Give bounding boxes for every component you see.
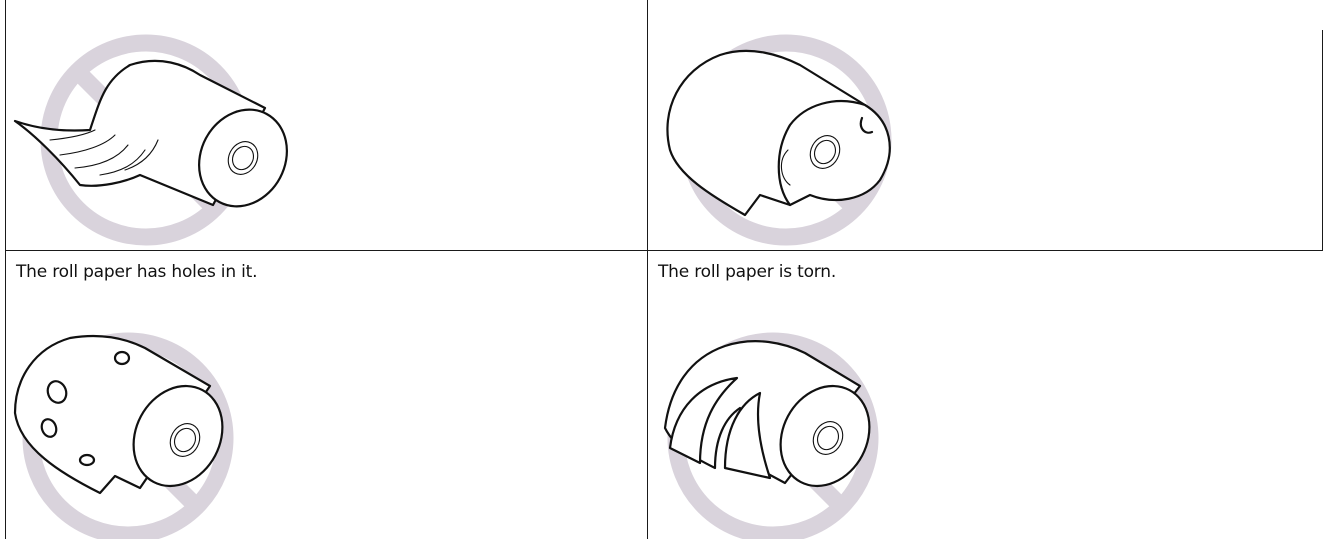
dented-roll-icon <box>640 0 960 250</box>
holed-roll-icon <box>0 288 320 539</box>
wrinkled-roll-icon <box>0 0 320 250</box>
caption-torn: The roll paper is torn. <box>658 262 836 282</box>
table-right-border <box>1322 30 1323 250</box>
caption-holes: The roll paper has holes in it. <box>16 262 257 282</box>
torn-roll-icon <box>645 288 965 539</box>
table-row-divider <box>5 250 1323 251</box>
